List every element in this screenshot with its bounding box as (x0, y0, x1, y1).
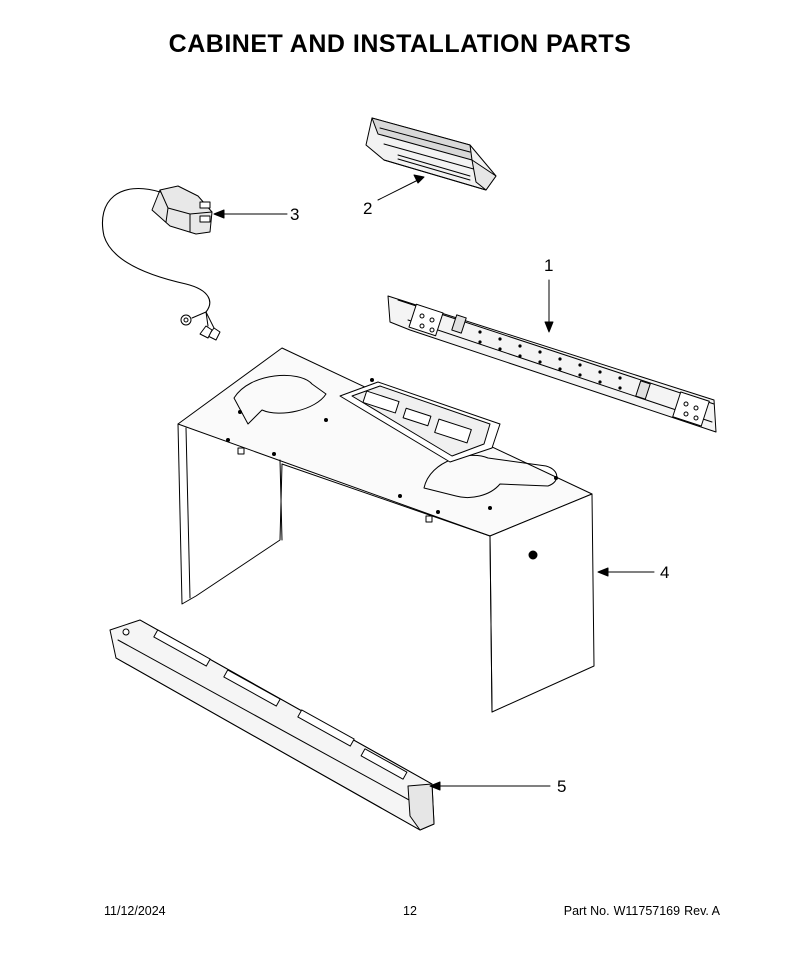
part-1-mounting-plate (387, 295, 717, 433)
part-4-cabinet (177, 347, 595, 713)
part-number: W11757169 (613, 904, 681, 918)
callout-2: 2 (363, 199, 373, 218)
callout-leaders (213, 174, 655, 791)
part-3-power-cord (102, 185, 221, 341)
page-title: CABINET AND INSTALLATION PARTS (168, 30, 632, 58)
part-5-bottom-trim (109, 619, 435, 831)
part-2-vent-grille (365, 117, 497, 191)
callout-4: 4 (660, 563, 670, 582)
callout-5: 5 (557, 777, 567, 796)
footer-page-number: 12 (403, 904, 417, 918)
callout-3: 3 (290, 205, 300, 224)
part-label: Part No. (563, 904, 610, 918)
revision: Rev. A (684, 904, 720, 918)
footer-date: 11/12/2024 (104, 904, 166, 918)
callout-1: 1 (544, 256, 554, 275)
